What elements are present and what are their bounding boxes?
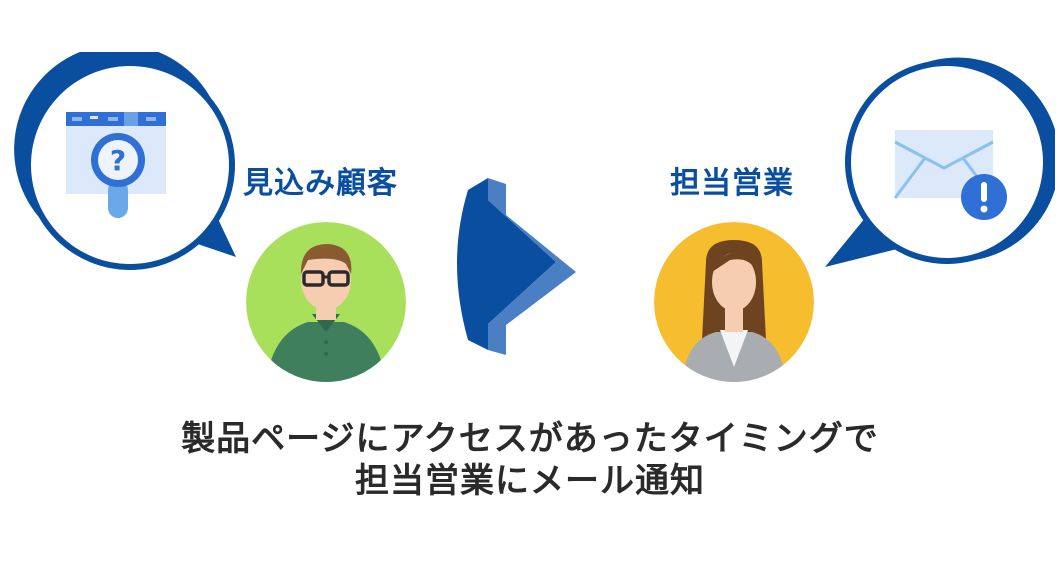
left-speech-bubble: ? [14,52,236,270]
caption-line-2: 担当営業にメール通知 [355,461,705,501]
arrow-right-icon [457,178,576,355]
customer-label: 見込み顧客 [243,166,398,201]
caption-line-1: 製品ページにアクセスがあったタイミングで [181,419,879,459]
right-speech-bubble [825,57,1055,267]
male-customer-avatar [246,222,406,382]
sales-label: 担当営業 [670,166,794,201]
mail-alert-icon [893,130,1007,220]
svg-text:?: ? [110,144,126,177]
web-page-search-icon: ? [66,112,166,218]
female-sales-avatar [654,222,814,382]
